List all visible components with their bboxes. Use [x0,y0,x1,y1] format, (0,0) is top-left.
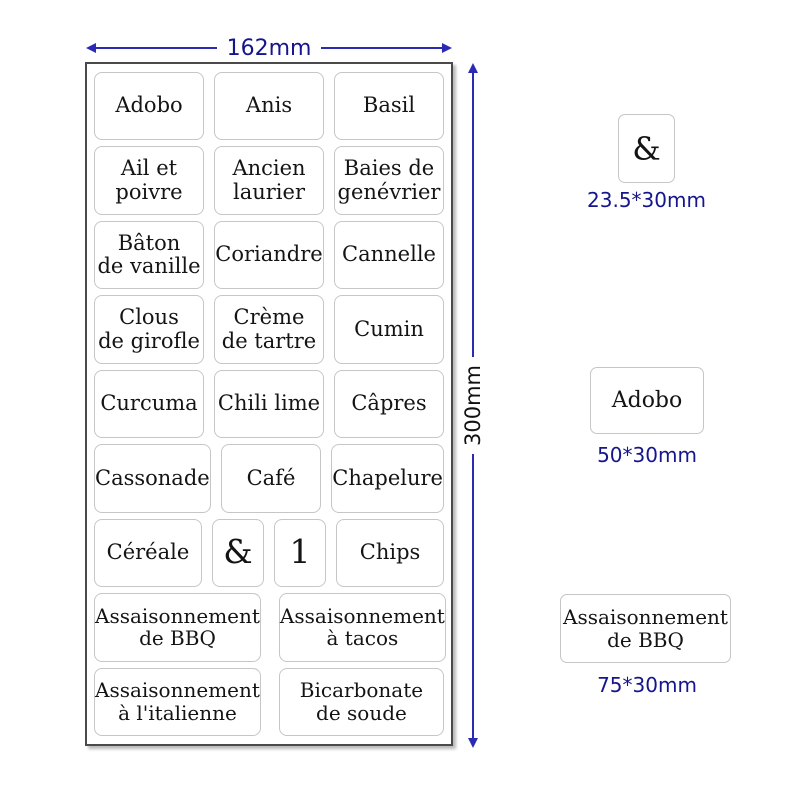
arrow-up-icon [468,63,478,73]
label-sticker: Céréale [94,518,202,588]
label-sticker: Ail et poivre [94,146,204,215]
label-row: Assaisonnement à l'italienne Bicarbonate… [94,667,444,736]
size-sample-medium-caption: 50*30mm [597,443,697,467]
label-sticker: Chili lime [214,369,324,439]
size-sample-large-caption: 75*30mm [597,673,697,697]
dimension-line [96,47,217,49]
label-sticker: 1 [274,518,327,588]
label-sticker: Assaisonnement à l'italienne [94,667,261,736]
arrow-right-icon [442,43,453,53]
label-sticker: Bicarbonate de soude [278,667,444,736]
size-sample-large: Assaisonnement de BBQ [560,594,731,663]
label-sticker: Câpres [334,369,444,439]
label-sticker: Cassonade [94,444,211,513]
label-sticker: Assaisonnement à tacos [278,593,446,662]
label-sticker: Cumin [334,295,444,364]
height-dimension-label: 300mm [461,365,485,446]
label-sticker: Chips [336,518,444,588]
dimension-line [472,73,474,357]
label-sticker: Bâton de vanille [94,220,204,290]
label-row: Clous de girofle Crème de tartre Cumin [94,295,444,364]
label-sticker: Assaisonnement de BBQ [94,593,261,662]
label-row: Assaisonnement de BBQ Assaisonnement à t… [94,593,446,662]
label-sticker: Chapelure [331,444,444,513]
label-sticker: & [211,518,264,588]
arrow-down-icon [468,738,478,748]
label-sticker: Clous de girofle [94,295,204,364]
label-sticker: Coriandre [214,220,324,290]
label-row: Cassonade Café Chapelure [94,444,444,513]
label-row: Adobo Anis Basil [94,72,444,141]
label-row: Céréale & 1 Chips [94,518,444,588]
label-sticker: Adobo [94,72,204,141]
width-dimension: 162mm [86,35,453,61]
dimension-line [321,47,443,49]
label-sticker: Cannelle [334,220,444,290]
label-row: Ail et poivre Ancien laurier Baies de ge… [94,146,444,215]
label-row: Bâton de vanille Coriandre Cannelle [94,220,444,290]
label-sticker: Café [220,444,322,513]
size-sample-small-caption: 23.5*30mm [587,188,706,212]
label-sticker: Curcuma [94,369,204,439]
arrow-left-icon [86,43,96,53]
label-sticker: Baies de genévrier [334,146,444,215]
label-sticker: Anis [214,72,324,141]
label-sticker: Ancien laurier [214,146,324,215]
label-sticker: Basil [334,72,444,141]
height-dimension: 300mm [460,63,486,748]
label-row: Curcuma Chili lime Câpres [94,369,444,439]
label-sticker: Crème de tartre [214,295,324,364]
label-sheet: Adobo Anis Basil Ail et poivre Ancien la… [85,62,453,746]
width-dimension-label: 162mm [226,35,312,61]
size-sample-medium: Adobo [590,367,704,434]
dimension-line [472,454,474,738]
size-sample-small: & [618,114,675,183]
